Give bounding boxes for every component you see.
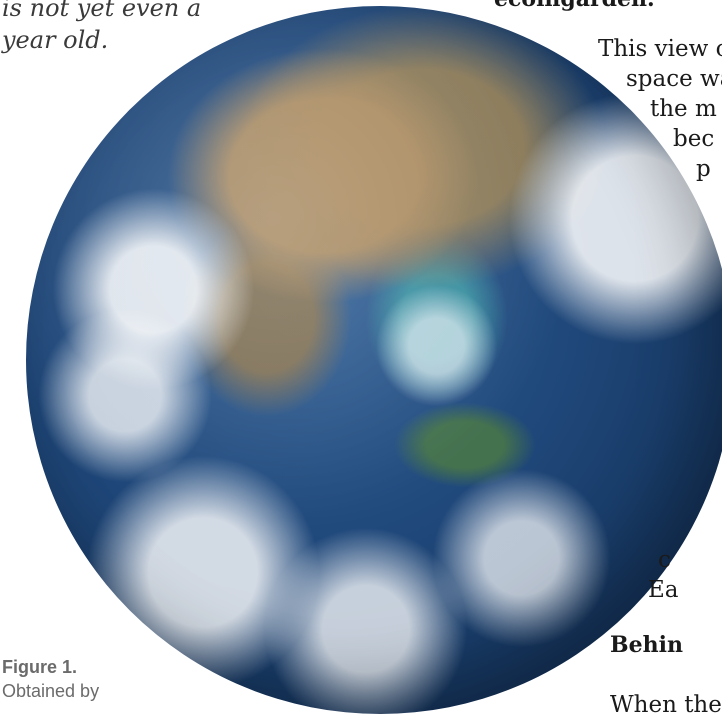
pull-quote-line: year old. bbox=[2, 26, 109, 54]
figure-caption-text: Obtained by bbox=[2, 681, 100, 701]
figure-label: Figure 1. bbox=[2, 657, 78, 677]
body-text-line: When the d bbox=[610, 692, 722, 718]
body-text-line: This view of bbox=[598, 36, 722, 62]
body-text-line: Ea bbox=[648, 577, 679, 603]
globe-shine bbox=[26, 6, 722, 714]
earth-globe-image bbox=[26, 6, 722, 714]
body-text-line: bec bbox=[673, 126, 715, 152]
body-text-line: the m bbox=[650, 96, 717, 122]
pull-quote: is not yet even a year old. bbox=[2, 0, 242, 56]
body-text-line: c bbox=[658, 547, 671, 573]
section-heading-behind: Behin bbox=[610, 632, 683, 658]
body-text-line: space wa bbox=[626, 66, 722, 92]
body-text-line: p bbox=[696, 156, 711, 182]
pull-quote-line: is not yet even a bbox=[2, 0, 202, 22]
section-heading-top: ecoingarden. bbox=[494, 0, 655, 14]
figure-caption: Figure 1. Obtained by bbox=[2, 655, 99, 703]
